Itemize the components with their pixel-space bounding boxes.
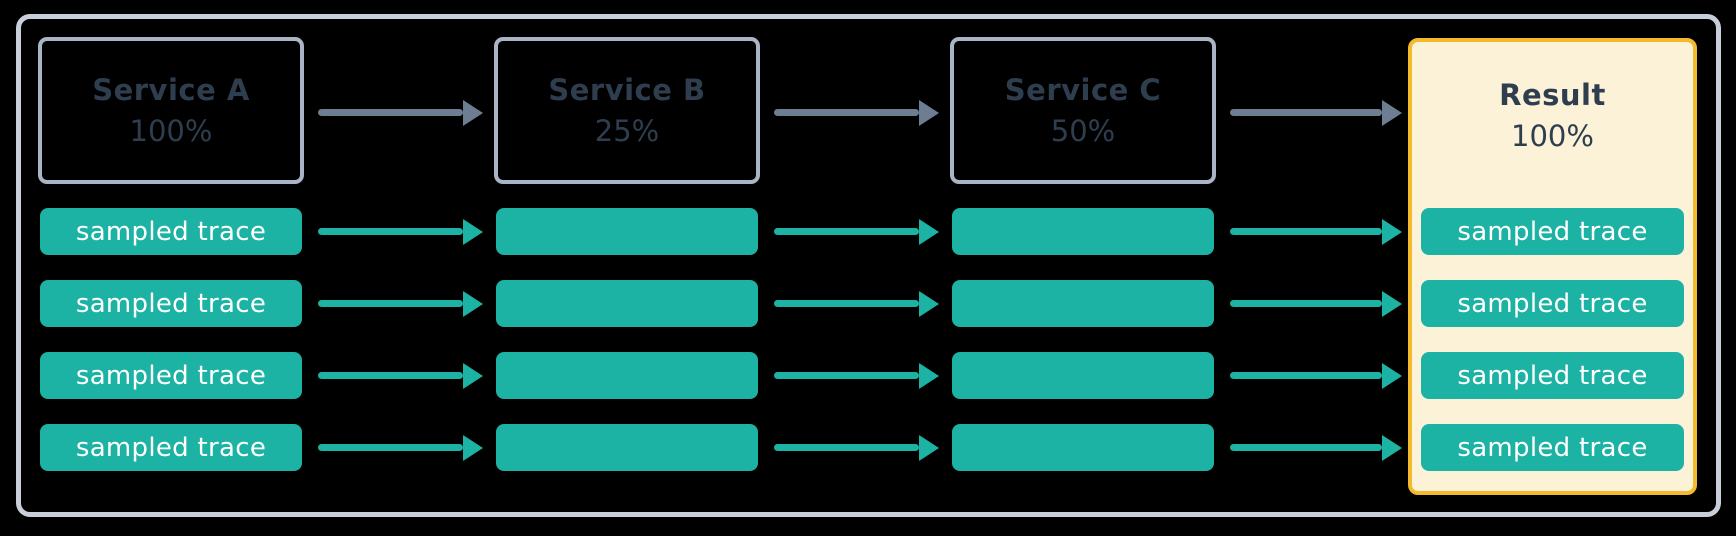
arrow-service-a-to-b-icon <box>318 109 463 116</box>
service-b-name: Service B <box>548 73 706 107</box>
service-b-box: Service B 25% <box>494 37 760 184</box>
trace-b-row2 <box>496 280 758 327</box>
trace-c-row1 <box>952 208 1214 255</box>
arrow-service-b-to-c-icon <box>774 109 919 116</box>
trace-arrow-a-b-row2-icon <box>318 300 463 307</box>
trace-arrow-a-b-row3-icon <box>318 372 463 379</box>
service-c-rate: 50% <box>1050 114 1116 148</box>
result-header: Result 100% <box>1412 42 1693 188</box>
trace-arrow-c-result-row1-icon <box>1230 228 1382 235</box>
trace-arrow-b-c-row4-icon <box>774 444 919 451</box>
trace-a-row1: sampled trace <box>40 208 302 255</box>
result-rate: 100% <box>1511 118 1594 153</box>
trace-a-row3: sampled trace <box>40 352 302 399</box>
trace-c-row3 <box>952 352 1214 399</box>
trace-arrow-b-c-row3-icon <box>774 372 919 379</box>
result-title: Result <box>1499 77 1606 112</box>
trace-arrow-c-result-row4-icon <box>1230 444 1382 451</box>
trace-result-row2: sampled trace <box>1421 280 1684 327</box>
trace-arrow-b-c-row1-icon <box>774 228 919 235</box>
trace-result-row4: sampled trace <box>1421 424 1684 471</box>
service-c-box: Service C 50% <box>950 37 1216 184</box>
result-box: Result 100% <box>1408 38 1697 495</box>
trace-c-row4 <box>952 424 1214 471</box>
service-c-name: Service C <box>1004 73 1162 107</box>
service-a-name: Service A <box>92 73 250 107</box>
trace-result-row3: sampled trace <box>1421 352 1684 399</box>
trace-arrow-c-result-row3-icon <box>1230 372 1382 379</box>
trace-arrow-a-b-row1-icon <box>318 228 463 235</box>
trace-b-row3 <box>496 352 758 399</box>
service-a-box: Service A 100% <box>38 37 304 184</box>
trace-b-row4 <box>496 424 758 471</box>
service-b-rate: 25% <box>594 114 660 148</box>
trace-result-row1: sampled trace <box>1421 208 1684 255</box>
trace-a-row2: sampled trace <box>40 280 302 327</box>
trace-a-row4: sampled trace <box>40 424 302 471</box>
trace-c-row2 <box>952 280 1214 327</box>
trace-arrow-c-result-row2-icon <box>1230 300 1382 307</box>
outer-frame <box>16 14 1721 517</box>
arrow-service-c-to-result-icon <box>1230 109 1382 116</box>
trace-arrow-b-c-row2-icon <box>774 300 919 307</box>
trace-arrow-a-b-row4-icon <box>318 444 463 451</box>
trace-b-row1 <box>496 208 758 255</box>
service-a-rate: 100% <box>129 114 213 148</box>
